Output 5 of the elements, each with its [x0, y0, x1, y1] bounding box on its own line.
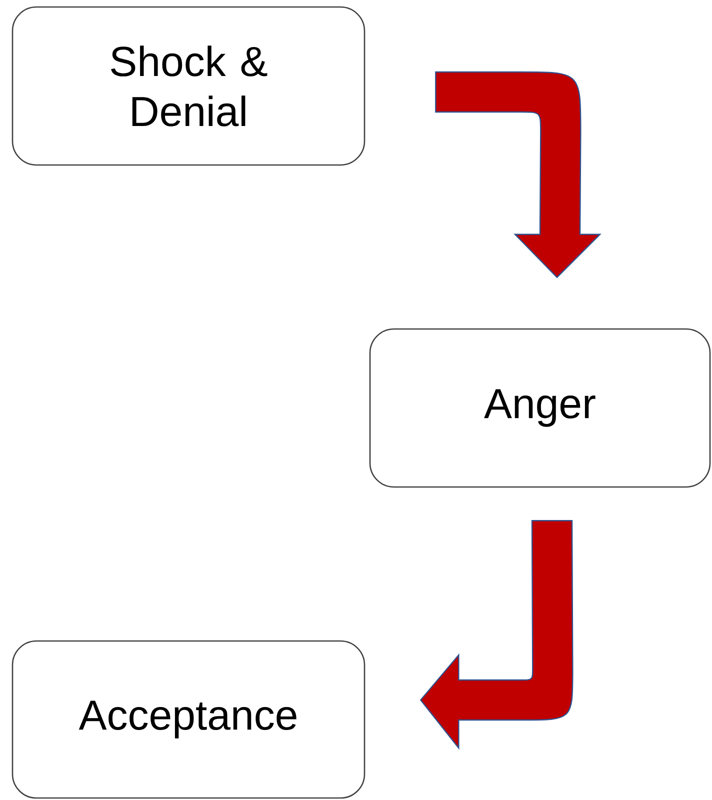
stage-box: Anger — [369, 328, 711, 488]
stage-box: Acceptance — [12, 640, 366, 799]
stage-box: Shock & Denial — [12, 6, 366, 166]
bent-arrow — [435, 71, 601, 278]
bent-arrow — [420, 520, 574, 749]
